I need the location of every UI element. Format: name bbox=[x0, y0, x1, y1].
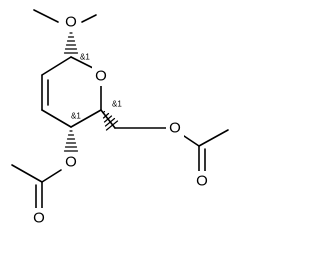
atom-o-ring-label: O bbox=[95, 68, 107, 85]
atom-o-ester-chain: O bbox=[166, 118, 184, 138]
bond-c3-c4 bbox=[41, 109, 72, 128]
stereo-label-c1: &1 bbox=[80, 53, 90, 62]
bond-ring-ester-o-carbonyl bbox=[41, 169, 62, 183]
bond-ch2-up bbox=[100, 109, 116, 129]
atom-o-carbonyl-ring: O bbox=[30, 208, 48, 228]
bond-methyl-methoxy-o bbox=[33, 9, 59, 23]
bond-chain-o-carbonyl bbox=[183, 135, 200, 147]
stereo-label-c3: &1 bbox=[71, 112, 81, 121]
molecule-structure: O O O O O O &1 &1 &1 bbox=[11, 9, 229, 228]
bond-c1-c2 bbox=[41, 56, 72, 76]
bond-methoxy-o-c1 bbox=[81, 14, 97, 23]
atom-o-carbonyl-chain: O bbox=[193, 171, 211, 191]
atom-o-ester-chain-label: O bbox=[169, 120, 181, 137]
atom-o-ester-ring: O bbox=[62, 152, 80, 172]
bond-c4-c5 bbox=[70, 109, 102, 128]
stereo-label-c5: &1 bbox=[112, 100, 122, 109]
atom-o-carbonyl-ring-label: O bbox=[33, 210, 45, 227]
atom-o-methoxy-label: O bbox=[65, 14, 77, 31]
atom-o-ester-ring-label: O bbox=[65, 154, 77, 171]
atom-o-ring: O bbox=[92, 66, 110, 86]
bond-chain-carbonyl-methyl bbox=[198, 129, 229, 147]
bond-ring-carbonyl-methyl bbox=[11, 164, 43, 183]
bond-ring-o-c1 bbox=[70, 56, 94, 69]
hashed-wedge-c4 bbox=[63, 130, 79, 152]
atom-o-carbonyl-chain-label: O bbox=[196, 173, 208, 190]
atom-o-methoxy: O bbox=[62, 12, 80, 32]
hashed-wedge-c1 bbox=[63, 32, 79, 54]
